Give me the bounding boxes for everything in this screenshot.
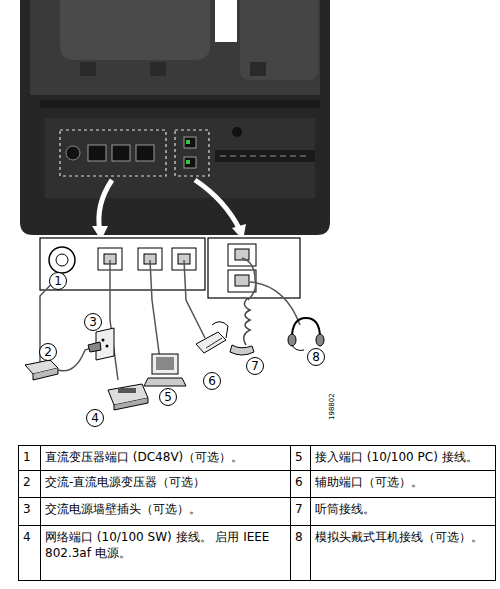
callout-number: 5	[159, 388, 177, 406]
callout-number: 6	[203, 372, 221, 390]
table-number: 7	[295, 502, 303, 516]
description-cell: 直流变压器端口 (DC48V)（可选）。	[41, 446, 291, 471]
table-text: 交流-直流电源变压器（可选）	[45, 475, 205, 489]
callout-number: 7	[246, 357, 264, 375]
table-text: 听筒接线。	[315, 502, 375, 516]
table-number: 1	[23, 450, 31, 464]
table-text: 模拟头戴式耳机接线（可选）。	[315, 530, 483, 544]
figure-id: 198802	[328, 393, 336, 420]
callout-number: 3	[84, 313, 102, 331]
description-cell: 接入端口 (10/100 PC) 接线。	[311, 446, 496, 471]
table-text: 辅助端口（可选）。	[315, 475, 423, 489]
legend-table: 1 直流变压器端口 (DC48V)（可选）。 5 接入端口 (10/100 PC) 接…	[18, 445, 496, 581]
table-row: 2 交流-直流电源变压器（可选） 6 辅助端口（可选）。	[19, 471, 496, 498]
table-text: 直流变压器端口 (DC48V)（可选）。	[45, 450, 243, 464]
table-text: 交流电源墙壁插头（可选）。	[45, 502, 201, 516]
table-row: 1 直流变压器端口 (DC48V)（可选）。 5 接入端口 (10/100 PC) 接…	[19, 446, 496, 471]
table-number: 6	[295, 475, 303, 489]
description-cell: 辅助端口（可选）。	[311, 471, 496, 498]
callout-number: 2	[39, 343, 57, 361]
number-cell: 2	[19, 471, 41, 498]
table-number: 8	[295, 530, 303, 544]
description-cell: 听筒接线。	[311, 498, 496, 526]
table-row: 4 网络端口 (10/100 SW) 接线。 启用 IEEE 802.3af 电源…	[19, 526, 496, 581]
number-cell: 1	[19, 446, 41, 471]
callout-number: 8	[307, 348, 325, 366]
table-number: 4	[23, 530, 31, 544]
number-cell: 7	[291, 498, 311, 526]
description-cell: 交流电源墙壁插头（可选）。	[41, 498, 291, 526]
callout-number: 1	[49, 272, 67, 290]
table-number: 5	[295, 450, 303, 464]
description-cell: 交流-直流电源变压器（可选）	[41, 471, 291, 498]
number-cell: 6	[291, 471, 311, 498]
number-cell: 4	[19, 526, 41, 581]
description-cell: 网络端口 (10/100 SW) 接线。 启用 IEEE 802.3af 电源。	[41, 526, 291, 581]
table-number: 2	[23, 475, 31, 489]
table-row: 3 交流电源墙壁插头（可选）。 7 听筒接线。	[19, 498, 496, 526]
description-cell: 模拟头戴式耳机接线（可选）。	[311, 526, 496, 581]
number-cell: 8	[291, 526, 311, 581]
number-cell: 3	[19, 498, 41, 526]
table-text: 接入端口 (10/100 PC) 接线。	[315, 450, 478, 464]
table-text: 网络端口 (10/100 SW) 接线。 启用 IEEE 802.3af 电源。	[45, 530, 269, 560]
callout-number: 4	[86, 409, 104, 427]
number-cell: 5	[291, 446, 311, 471]
table-number: 3	[23, 502, 31, 516]
